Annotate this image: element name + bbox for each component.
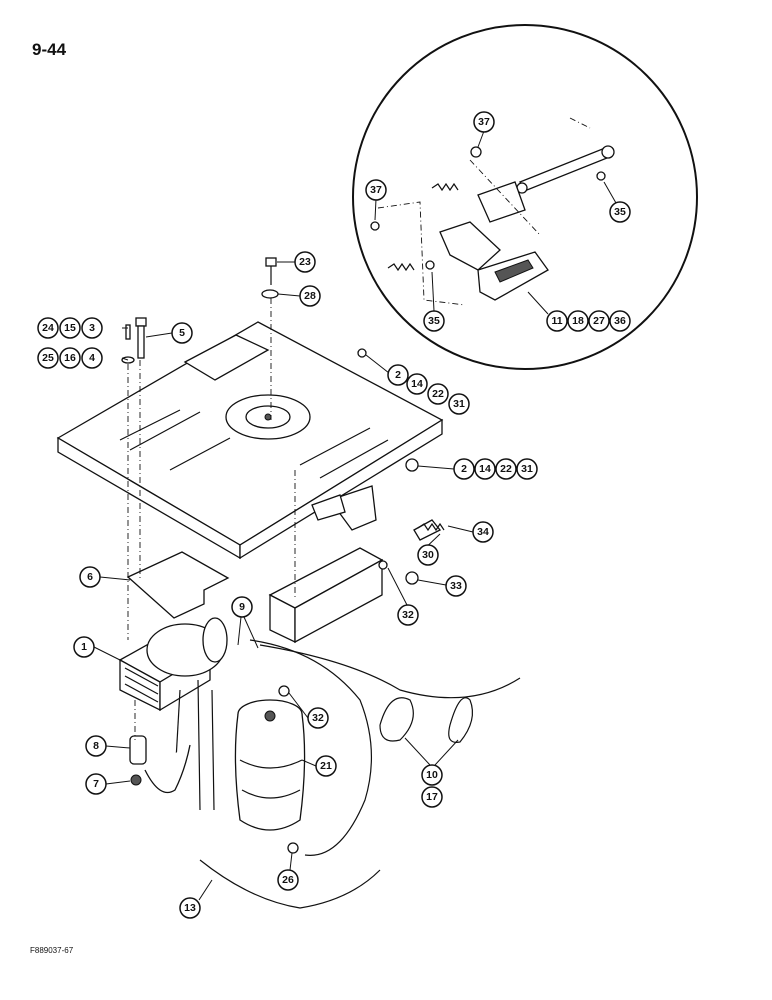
- callout-32-lower: 32: [307, 707, 329, 729]
- svg-text:21: 21: [320, 760, 332, 772]
- svg-text:13: 13: [184, 902, 196, 914]
- svg-text:25: 25: [42, 352, 54, 364]
- svg-text:16: 16: [64, 352, 76, 364]
- svg-text:31: 31: [453, 398, 465, 410]
- callout-24: 24: [37, 317, 59, 339]
- callout-17: 17: [421, 786, 443, 808]
- callout-22-lower: 22: [495, 458, 517, 480]
- callout-4: 4: [81, 347, 103, 369]
- svg-text:4: 4: [89, 352, 95, 364]
- svg-text:26: 26: [282, 874, 294, 886]
- page-number: 9-44: [32, 40, 67, 59]
- callout-35-bottom: 35: [423, 310, 445, 332]
- svg-text:7: 7: [93, 778, 99, 790]
- shim-plate: [126, 551, 230, 619]
- svg-text:6: 6: [87, 571, 93, 583]
- callout-32-upper: 32: [397, 604, 419, 626]
- callout-14-lower: 14: [474, 458, 496, 480]
- figure-code: F889037-67: [30, 946, 74, 955]
- svg-text:10: 10: [426, 769, 438, 781]
- svg-text:2: 2: [395, 369, 401, 381]
- svg-text:34: 34: [477, 526, 489, 538]
- callout-34: 34: [472, 521, 494, 543]
- svg-text:36: 36: [614, 315, 626, 327]
- hardware: [121, 257, 445, 854]
- svg-text:3: 3: [89, 322, 95, 334]
- callout-10: 10: [421, 764, 443, 786]
- svg-text:2: 2: [461, 463, 467, 475]
- callout-28: 28: [299, 285, 321, 307]
- svg-text:23: 23: [299, 256, 311, 268]
- callout-2-upper: 2: [387, 364, 409, 386]
- callout-21: 21: [315, 755, 337, 777]
- suspension-mechanism: [268, 485, 384, 644]
- callout-33: 33: [445, 575, 467, 597]
- callout-37-left: 37: [365, 179, 387, 201]
- callout-13: 13: [179, 897, 201, 919]
- svg-text:22: 22: [500, 463, 512, 475]
- callout-31-lower: 31: [516, 458, 538, 480]
- svg-text:15: 15: [64, 322, 76, 334]
- svg-text:37: 37: [370, 184, 382, 196]
- callout-7: 7: [85, 773, 107, 795]
- svg-text:11: 11: [551, 315, 562, 327]
- svg-text:27: 27: [593, 315, 605, 327]
- detail-inset: [352, 24, 698, 370]
- callout-35-right: 35: [609, 201, 631, 223]
- callout-8: 8: [85, 735, 107, 757]
- svg-text:35: 35: [428, 315, 440, 327]
- callout-25: 25: [37, 347, 59, 369]
- callout-22-upper: 22: [427, 383, 449, 405]
- svg-text:35: 35: [614, 206, 626, 218]
- callout-27: 27: [588, 310, 610, 332]
- callout-23: 23: [294, 251, 316, 273]
- alignment-lines: [127, 298, 296, 740]
- callout-16: 16: [59, 347, 81, 369]
- compressor: [118, 617, 228, 712]
- svg-text:14: 14: [479, 463, 491, 475]
- svg-text:28: 28: [304, 290, 316, 302]
- callout-31-upper: 31: [448, 393, 470, 415]
- svg-text:24: 24: [42, 322, 54, 334]
- callout-1: 1: [73, 636, 95, 658]
- svg-text:37: 37: [478, 116, 490, 128]
- svg-text:30: 30: [422, 549, 434, 561]
- callout-15: 15: [59, 317, 81, 339]
- svg-text:1: 1: [81, 641, 87, 653]
- callout-11: 11: [546, 310, 568, 332]
- svg-text:9: 9: [239, 601, 245, 613]
- leader-lines: [93, 261, 474, 901]
- callout-30: 30: [417, 544, 439, 566]
- callout-14-upper: 14: [406, 373, 428, 395]
- callout-9: 9: [231, 596, 253, 618]
- svg-text:33: 33: [450, 580, 462, 592]
- svg-text:32: 32: [402, 609, 414, 621]
- callout-2-lower: 2: [453, 458, 475, 480]
- callout-36: 36: [609, 310, 631, 332]
- svg-text:17: 17: [426, 791, 438, 803]
- svg-text:8: 8: [93, 740, 99, 752]
- callout-37-upper: 37: [473, 111, 495, 133]
- hoses-and-wiring: [129, 639, 521, 909]
- callout-6: 6: [79, 566, 101, 588]
- callout-3: 3: [81, 317, 103, 339]
- svg-text:5: 5: [179, 327, 185, 339]
- air-spring: [234, 699, 306, 831]
- svg-text:18: 18: [572, 315, 584, 327]
- callout-5: 5: [171, 322, 193, 344]
- svg-text:14: 14: [411, 378, 423, 390]
- svg-text:22: 22: [432, 388, 444, 400]
- seat-base-plate: [56, 321, 444, 560]
- callout-26: 26: [277, 869, 299, 891]
- svg-text:31: 31: [521, 463, 533, 475]
- svg-text:32: 32: [312, 712, 324, 724]
- callout-18: 18: [567, 310, 589, 332]
